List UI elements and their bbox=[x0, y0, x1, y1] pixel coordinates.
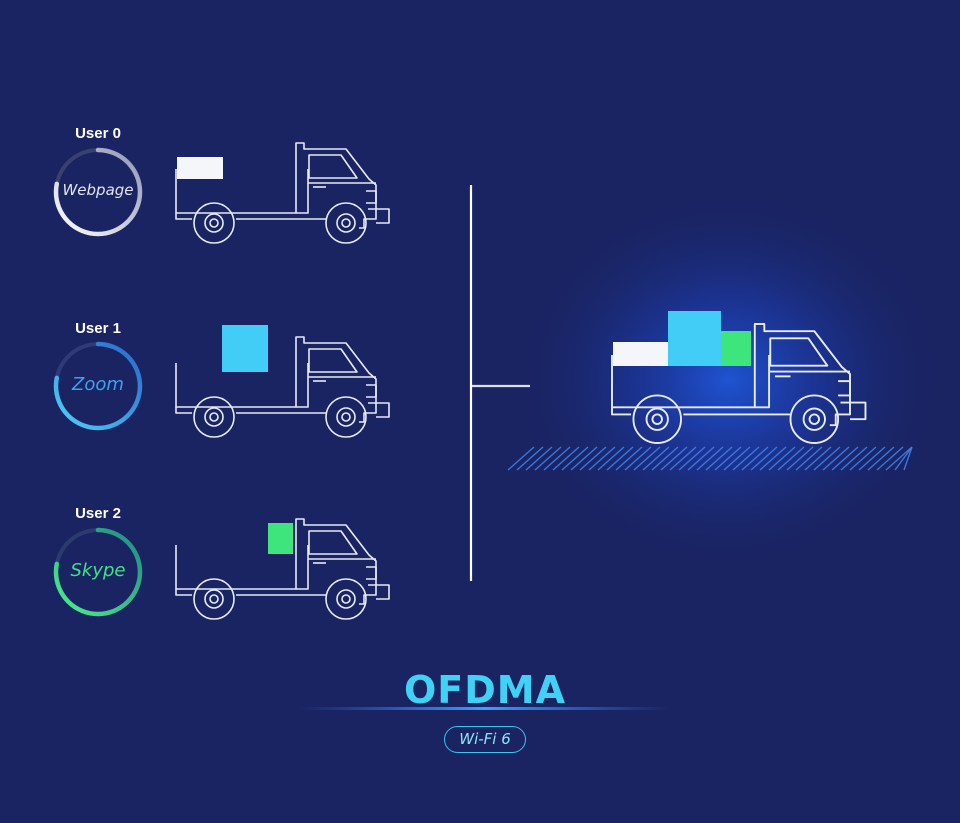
speed-lines bbox=[528, 365, 632, 413]
cargo-skype bbox=[268, 523, 293, 554]
road-stroke bbox=[588, 446, 616, 471]
road-stroke bbox=[759, 446, 787, 471]
user-1-label: User 1 bbox=[75, 320, 121, 337]
road-stroke bbox=[741, 446, 769, 471]
truck-user-0 bbox=[175, 142, 390, 244]
road-stroke bbox=[678, 446, 706, 471]
road-stroke bbox=[597, 446, 625, 471]
road-stroke bbox=[750, 446, 778, 471]
road-stroke bbox=[669, 446, 697, 471]
road-stroke bbox=[561, 446, 589, 471]
user-ring-2 bbox=[53, 527, 143, 617]
road-stroke bbox=[687, 446, 715, 471]
road-stroke bbox=[795, 446, 823, 471]
road-stroke bbox=[867, 446, 895, 471]
combined-cargo-skype bbox=[721, 331, 751, 366]
road-stroke bbox=[903, 446, 913, 471]
road-stroke bbox=[768, 446, 796, 471]
road-stroke bbox=[723, 446, 751, 471]
road-stroke bbox=[642, 446, 670, 471]
road-stroke bbox=[840, 446, 868, 471]
user-ring-1 bbox=[53, 341, 143, 431]
road-stroke bbox=[831, 446, 859, 471]
truck-user-1 bbox=[175, 325, 390, 438]
road-stroke bbox=[507, 446, 535, 471]
user-ring-0 bbox=[53, 147, 143, 237]
merge-connector bbox=[415, 184, 530, 582]
app-label-zoom: Zoom bbox=[72, 374, 124, 395]
user-0-label: User 0 bbox=[75, 125, 121, 142]
road-stroke bbox=[543, 446, 571, 471]
road-stroke bbox=[786, 446, 814, 471]
road-stroke bbox=[894, 446, 913, 471]
road-stroke bbox=[624, 446, 652, 471]
road-stroke bbox=[696, 446, 724, 471]
road-stroke bbox=[885, 446, 913, 471]
road-stroke bbox=[858, 446, 886, 471]
road-stroke bbox=[876, 446, 904, 471]
glow-halo bbox=[513, 190, 943, 570]
road-stroke bbox=[732, 446, 760, 471]
road-stroke bbox=[804, 446, 832, 471]
road-stroke bbox=[525, 446, 553, 471]
road-stroke bbox=[849, 446, 877, 471]
road-stroke bbox=[633, 446, 661, 471]
road-stroke bbox=[606, 446, 634, 471]
combined-truck bbox=[611, 311, 867, 444]
road-stroke bbox=[579, 446, 607, 471]
combined-cargo-zoom bbox=[668, 311, 721, 366]
road-stroke bbox=[777, 446, 805, 471]
combined-cargo-webpage bbox=[613, 342, 669, 366]
road-stroke bbox=[570, 446, 598, 471]
road-stroke bbox=[516, 446, 544, 471]
road-stroke bbox=[552, 446, 580, 471]
truck-user-2 bbox=[175, 518, 390, 620]
road-stroke bbox=[615, 446, 643, 471]
road-stroke bbox=[714, 446, 742, 471]
app-label-webpage: Webpage bbox=[62, 181, 134, 199]
road-stroke bbox=[660, 446, 688, 471]
road-stroke bbox=[705, 446, 733, 471]
user-2-label: User 2 bbox=[75, 505, 121, 522]
cargo-zoom bbox=[222, 325, 268, 372]
road-stroke bbox=[813, 446, 841, 471]
page-title: OFDMA bbox=[403, 668, 567, 712]
road-stroke bbox=[822, 446, 850, 471]
road-stroke bbox=[651, 446, 679, 471]
app-label-skype: Skype bbox=[70, 560, 126, 581]
title-underline bbox=[300, 707, 670, 710]
road-stroke bbox=[534, 446, 562, 471]
wifi6-badge: Wi-Fi 6 bbox=[444, 726, 526, 753]
cargo-webpage bbox=[177, 157, 223, 179]
road-hatching bbox=[507, 446, 913, 471]
